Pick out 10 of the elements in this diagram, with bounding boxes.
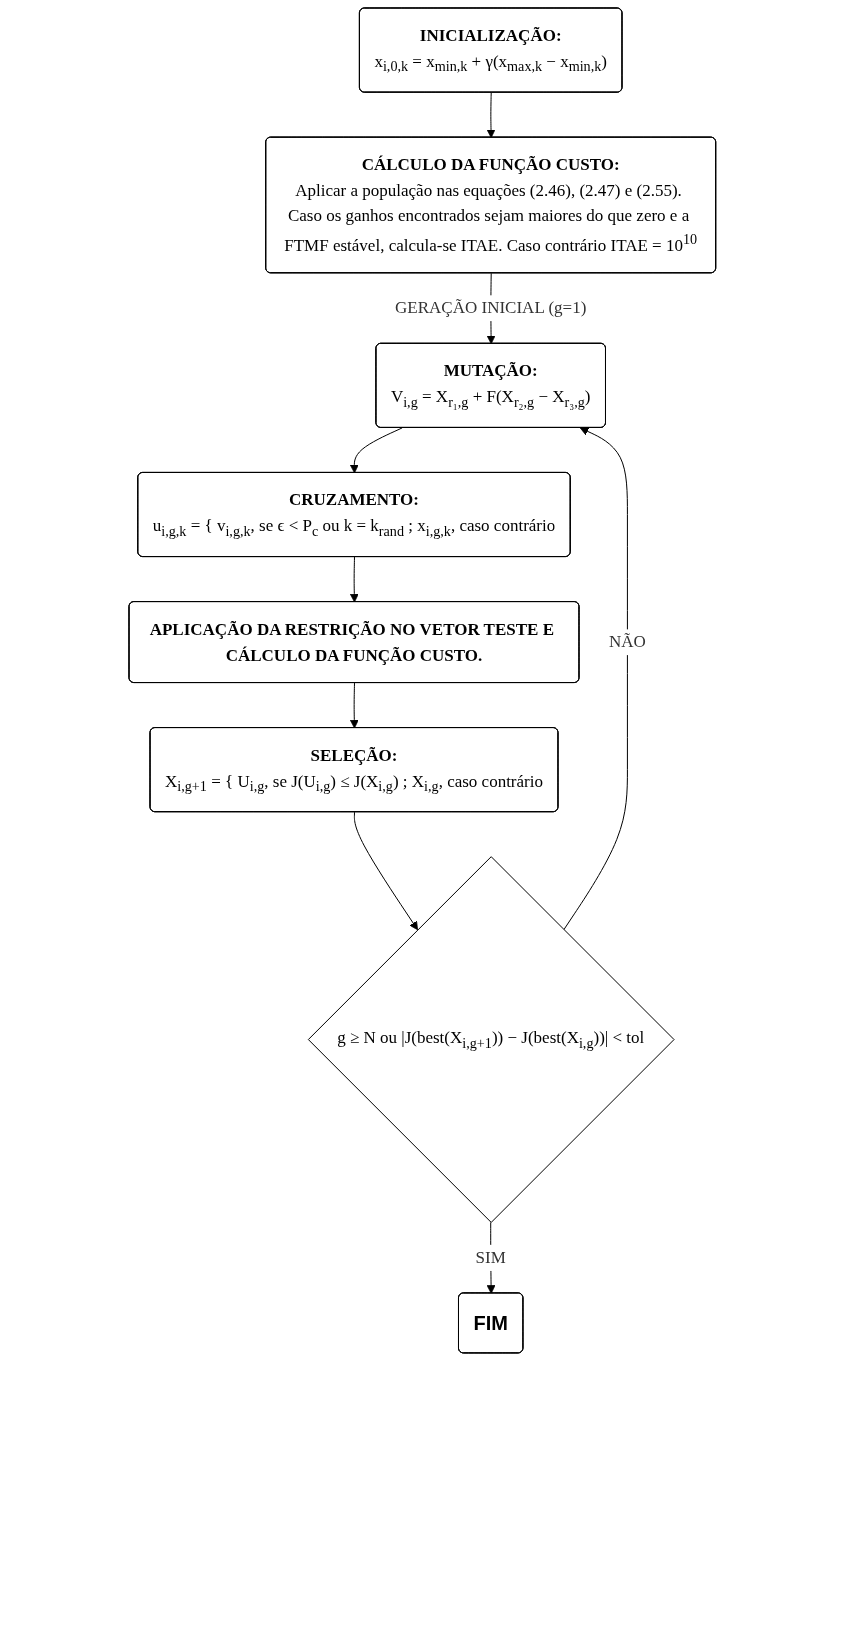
arrow — [350, 556, 359, 603]
arrow — [350, 427, 403, 474]
node-diamond: g ≥ N ou |J(best(X$_{i,g+1}$)) − J(best(X$_{i,g}$))| < tol — [308, 856, 675, 1223]
edge-label: NÃO — [609, 632, 646, 652]
edge-label: GERAÇÃO INICIAL (g=1) — [395, 298, 587, 318]
arrow — [563, 427, 629, 931]
edge-label: SIM — [475, 1247, 506, 1267]
arrow — [350, 682, 359, 729]
arrow — [486, 92, 496, 139]
arrow — [354, 811, 419, 931]
